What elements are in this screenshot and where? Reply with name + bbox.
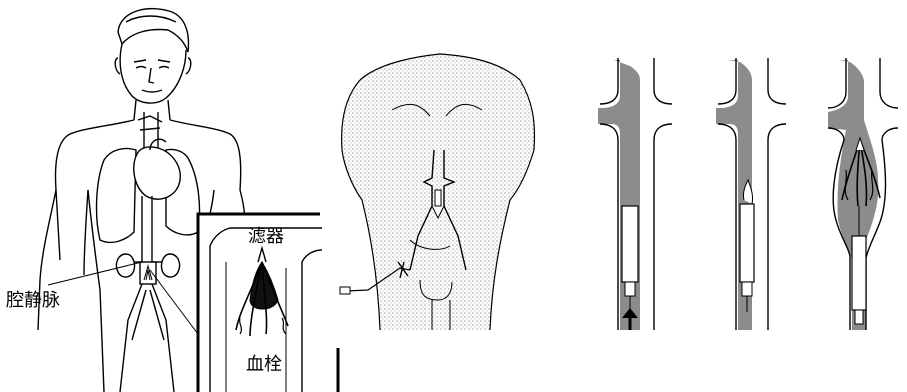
deployment-step-1 — [598, 58, 672, 330]
label-thrombus: 血栓 — [246, 350, 282, 376]
torso-figure — [340, 54, 534, 330]
deployment-step-2 — [716, 58, 786, 330]
label-vena-cava: 腔静脉 — [6, 286, 60, 312]
label-filter: 滤器 — [248, 222, 284, 248]
deployment-step-3 — [828, 58, 898, 330]
